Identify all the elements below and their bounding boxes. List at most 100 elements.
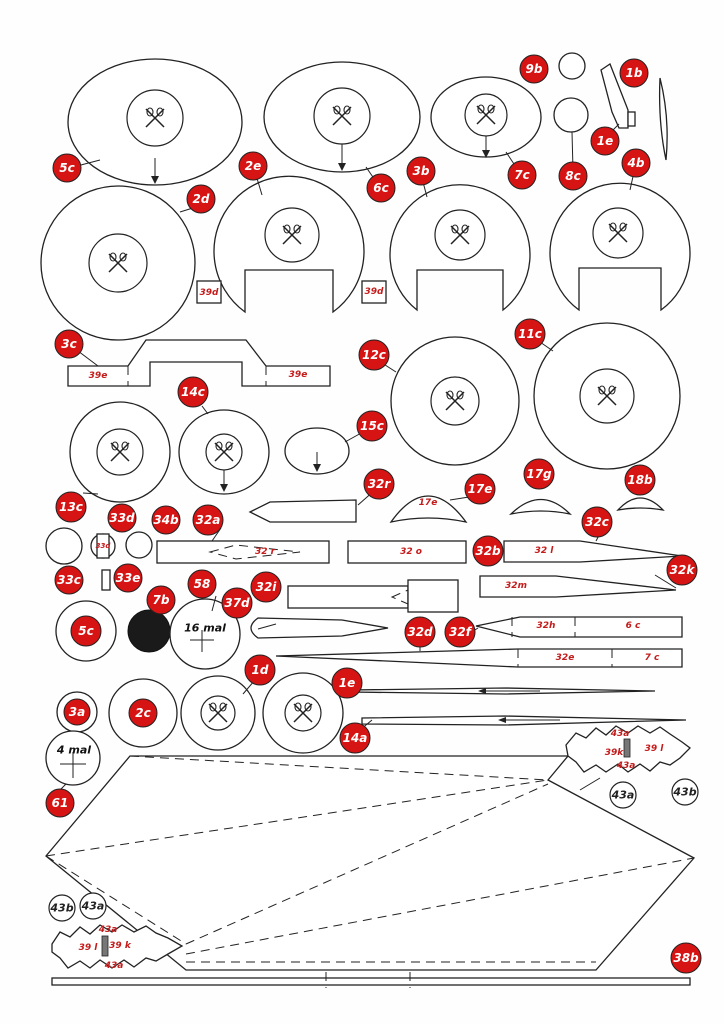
svg-text:3a: 3a <box>69 705 85 719</box>
svg-text:12c: 12c <box>362 348 386 362</box>
svg-text:14a: 14a <box>343 731 368 745</box>
part-1e-wheel <box>262 672 344 754</box>
badge-12c: 12c <box>358 339 390 371</box>
part-2e-frame <box>196 175 387 314</box>
badge-32i: 32i <box>250 571 282 603</box>
svg-text:5c: 5c <box>78 624 93 638</box>
badge-34b: 34b <box>151 505 181 535</box>
badge-2e: 2e <box>238 151 268 181</box>
part-32l-blade <box>503 540 683 563</box>
svg-text:17e: 17e <box>468 482 493 496</box>
svg-text:18b: 18b <box>627 473 653 487</box>
svg-text:38b: 38b <box>673 951 699 965</box>
part-3c-bridge <box>67 339 331 387</box>
svg-text:4b: 4b <box>627 156 645 170</box>
svg-text:13c: 13c <box>59 500 83 514</box>
svg-text:3b: 3b <box>413 164 430 178</box>
part-label: 32h <box>537 621 556 631</box>
badge-43a-right: 43a <box>609 781 637 809</box>
svg-text:2d: 2d <box>193 192 210 206</box>
badge-43a-left: 43a <box>79 892 107 920</box>
part-12c-wheel <box>390 336 520 466</box>
badge-32a: 32a <box>192 504 224 536</box>
badge-32b: 32b <box>472 535 504 567</box>
part-label: 43a <box>610 729 630 739</box>
part-3b-frame <box>389 184 531 312</box>
badge-3c: 3c <box>54 329 84 359</box>
badge-13c: 13c <box>55 491 87 523</box>
svg-text:43b: 43b <box>672 786 696 799</box>
part-label: 43a <box>98 925 118 935</box>
svg-text:32b: 32b <box>475 544 501 558</box>
badge-17g: 17g <box>523 458 555 490</box>
svg-text:61: 61 <box>52 796 69 810</box>
badge-32k: 32k <box>666 554 698 586</box>
badge-33d: 33d <box>107 503 137 533</box>
badge-1d: 1d <box>244 654 276 686</box>
svg-text:15c: 15c <box>360 419 384 433</box>
svg-text:33e: 33e <box>116 571 141 585</box>
part-label: 39 l <box>645 744 665 754</box>
part-33c-disc <box>45 527 83 565</box>
badge-3b: 3b <box>406 156 436 186</box>
badge-37d: 37d <box>221 587 253 619</box>
svg-text:33c: 33c <box>57 573 81 587</box>
badge-43b-left: 43b <box>48 894 76 922</box>
part-label: 39e <box>289 370 308 380</box>
svg-text:1e: 1e <box>339 676 356 690</box>
part-32i-strip <box>287 579 459 613</box>
quantity-note: 4 mal <box>56 744 91 757</box>
part-1d-wheel <box>180 675 256 751</box>
svg-text:37d: 37d <box>224 596 250 610</box>
badge-3a: 3a <box>63 698 91 726</box>
svg-text:2c: 2c <box>135 706 150 720</box>
svg-text:17g: 17g <box>526 467 552 481</box>
svg-text:32i: 32i <box>256 580 278 594</box>
part-1b-strip <box>600 63 668 161</box>
svg-text:43b: 43b <box>49 902 73 915</box>
badge-11c: 11c <box>514 318 546 350</box>
part-label: 32m <box>505 581 527 591</box>
svg-text:32f: 32f <box>449 625 473 639</box>
part-label: 6 c <box>626 621 641 631</box>
svg-text:14c: 14c <box>181 385 205 399</box>
part-32m-blade <box>479 575 677 598</box>
part-label: 32 r <box>255 547 276 557</box>
part-label: 33d <box>96 542 112 550</box>
badge-32d: 32d <box>404 616 436 648</box>
badge-5c-disc: 5c <box>70 615 102 647</box>
svg-text:32d: 32d <box>407 625 433 639</box>
svg-text:43a: 43a <box>81 900 105 913</box>
part-2d-wheel <box>40 185 196 341</box>
part-17e-arc <box>389 495 468 523</box>
part-39l-tread-right <box>565 725 691 791</box>
part-label: 32e <box>556 653 575 663</box>
svg-text:7b: 7b <box>153 593 170 607</box>
part-61-disc <box>45 730 101 786</box>
badge-9b: 9b <box>519 54 549 84</box>
part-32o-strip <box>347 540 467 564</box>
part-58-disc <box>169 598 241 670</box>
svg-text:2e: 2e <box>245 159 262 173</box>
badge-43b-right: 43b <box>671 778 699 806</box>
part-9b-disc <box>558 52 586 80</box>
part-13c-wheel <box>69 401 171 503</box>
badge-1b: 1b <box>619 58 649 88</box>
part-14c-plate <box>178 409 270 495</box>
badge-1e: 1e <box>590 126 620 156</box>
part-15c-plate <box>284 427 350 475</box>
badge-58: 58 <box>187 569 217 599</box>
svg-text:9b: 9b <box>526 62 543 76</box>
badge-1e-wheel: 1e <box>331 667 363 699</box>
part-label: 39e <box>89 371 108 381</box>
svg-text:7c: 7c <box>514 168 529 182</box>
svg-text:1d: 1d <box>252 663 269 677</box>
svg-text:34b: 34b <box>153 513 179 527</box>
badge-17e: 17e <box>464 473 496 505</box>
part-label: 32 o <box>400 547 422 557</box>
part-label: 43a <box>104 961 124 971</box>
svg-text:11c: 11c <box>518 327 542 341</box>
